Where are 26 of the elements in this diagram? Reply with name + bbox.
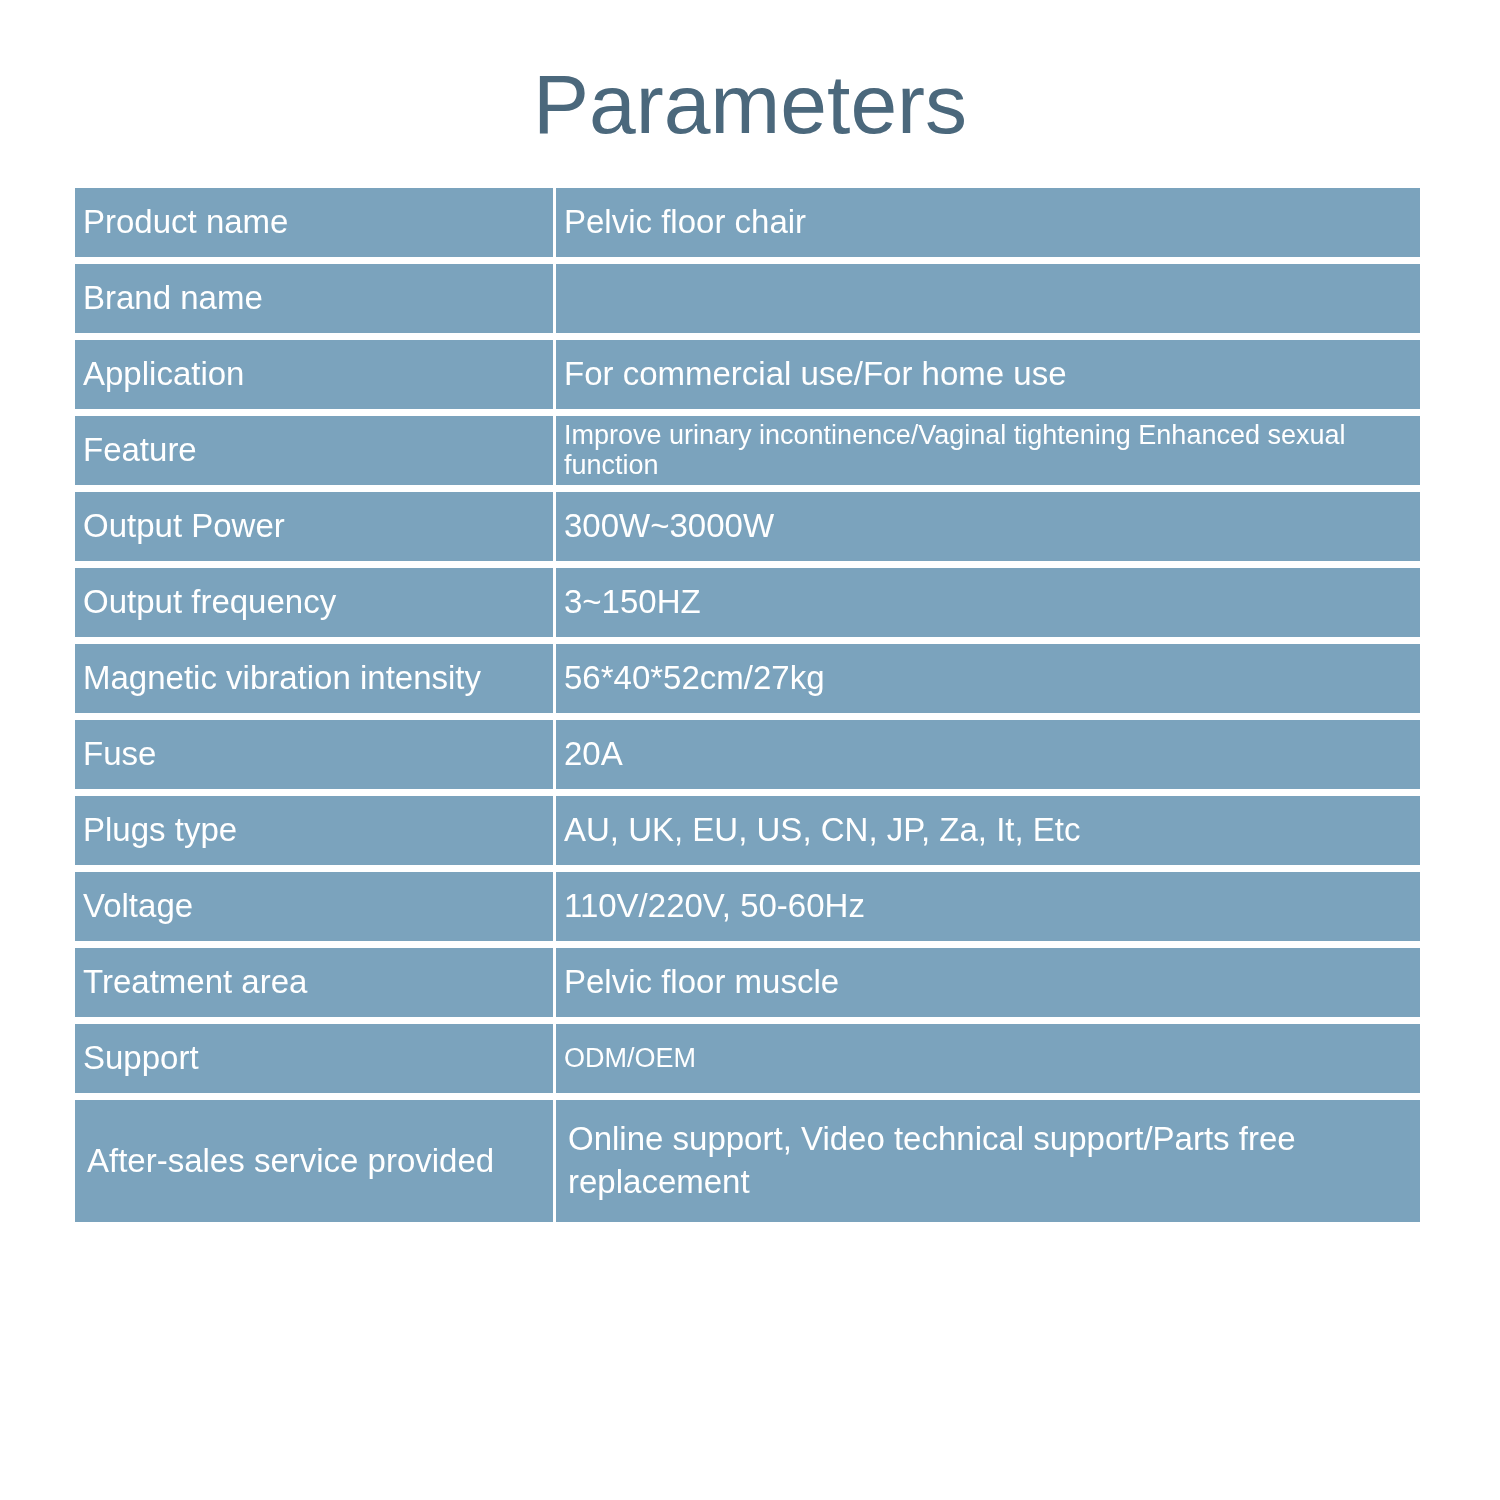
parameter-name: Product name bbox=[75, 188, 553, 257]
parameter-name: Application bbox=[75, 340, 553, 409]
parameter-name: Support bbox=[75, 1024, 553, 1093]
parameter-value: ODM/OEM bbox=[556, 1024, 1420, 1093]
parameter-name: Brand name bbox=[75, 264, 553, 333]
parameter-value: AU, UK, EU, US, CN, JP, Za, It, Etc bbox=[556, 796, 1420, 865]
parameter-value: 3~150HZ bbox=[556, 568, 1420, 637]
parameter-value: 110V/220V, 50-60Hz bbox=[556, 872, 1420, 941]
parameter-name: After-sales service provided bbox=[75, 1100, 553, 1222]
parameter-name: Magnetic vibration intensity bbox=[75, 644, 553, 713]
parameter-value: For commercial use/For home use bbox=[556, 340, 1420, 409]
parameter-name: Feature bbox=[75, 416, 553, 485]
page-title: Parameters bbox=[531, 62, 969, 146]
parameter-value: 20A bbox=[556, 720, 1420, 789]
parameter-name: Fuse bbox=[75, 720, 553, 789]
parameter-value: Pelvic floor muscle bbox=[556, 948, 1420, 1017]
parameter-name: Voltage bbox=[75, 872, 553, 941]
parameter-value: 300W~3000W bbox=[556, 492, 1420, 561]
parameter-value: Online support, Video technical support/Parts free replacement bbox=[556, 1100, 1420, 1222]
parameter-value: Pelvic floor chair bbox=[556, 188, 1420, 257]
parameter-name: Output Power bbox=[75, 492, 553, 561]
parameter-value: Improve urinary incontinence/Vaginal tightening Enhanced sexual function bbox=[556, 416, 1420, 485]
parameter-value: 56*40*52cm/27kg bbox=[556, 644, 1420, 713]
parameter-name: Output frequency bbox=[75, 568, 553, 637]
parameter-name: Treatment area bbox=[75, 948, 553, 1017]
parameter-name: Plugs type bbox=[75, 796, 553, 865]
